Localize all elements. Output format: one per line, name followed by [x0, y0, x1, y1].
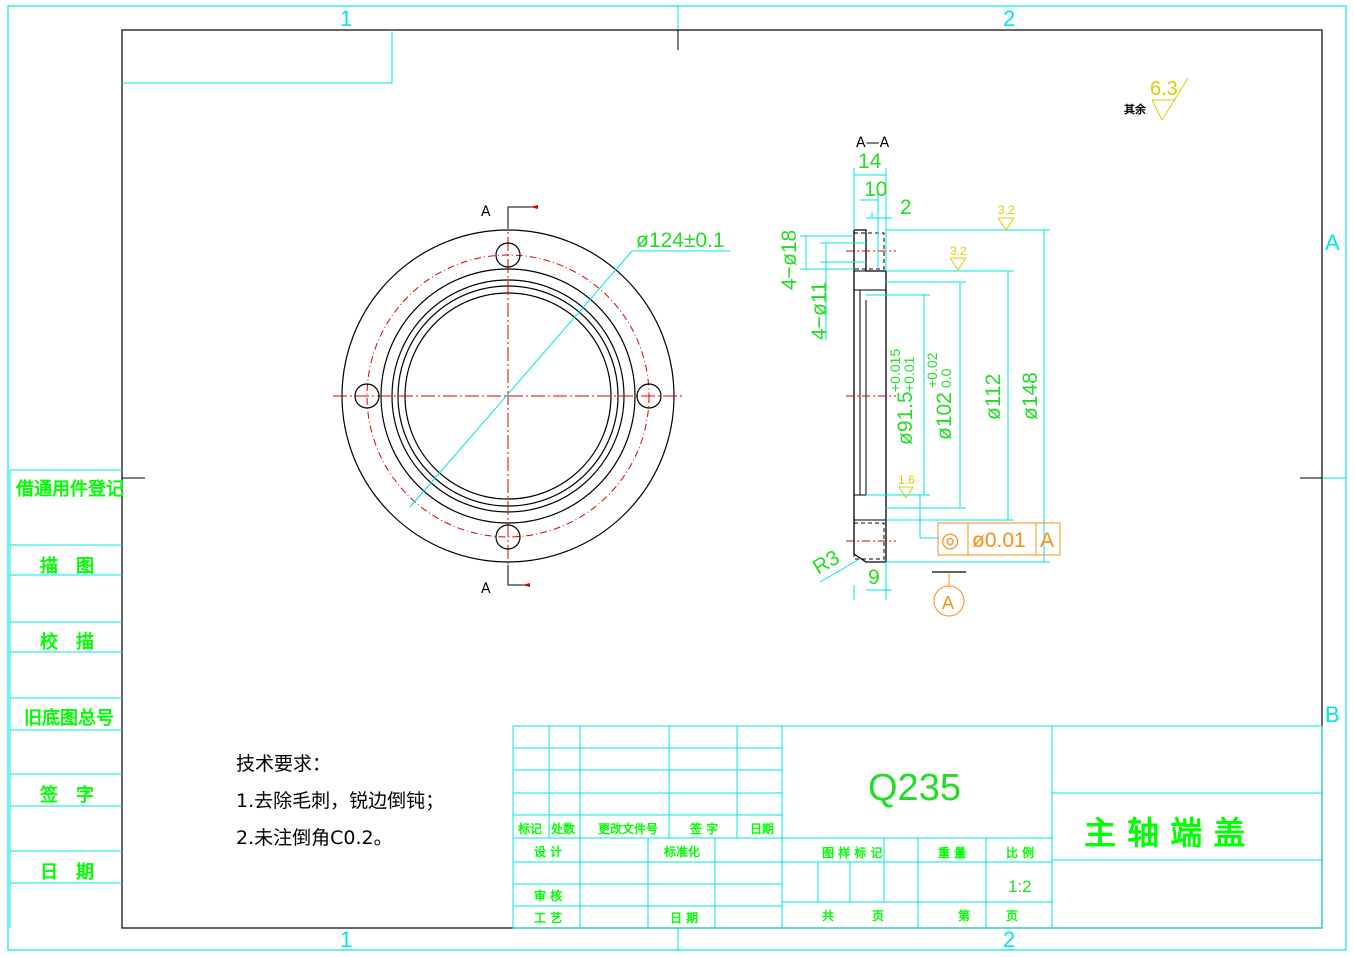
roughness-value-1: 3.2 — [998, 203, 1015, 217]
tech-requirements: 技术要求： 1.去除毛刺，锐边倒钝； 2.未注倒角C0.2。 — [236, 753, 444, 849]
rev-header-doc: 更改文件号 — [598, 821, 658, 836]
label-sheet-pages: 页 — [1006, 909, 1018, 923]
rev-header-count: 处数 — [550, 821, 576, 836]
concentricity-symbol: ◎ — [941, 529, 959, 552]
bolt-hole-top — [495, 242, 521, 268]
part-name: 主 轴 端 盖 — [1084, 814, 1245, 852]
bore-915: ø91.5 — [894, 391, 917, 445]
roughness-mark-2 — [949, 257, 967, 271]
roughness-value-3: 1.6 — [898, 473, 915, 487]
drawing-code-box — [122, 30, 393, 84]
diameter-leader — [409, 250, 633, 508]
roughness-rest-value: 6.3 — [1150, 78, 1178, 100]
tech-item-2: 2.未注倒角C0.2。 — [236, 827, 393, 849]
tolerance-frame: ◎ ø0.01 A — [937, 522, 1061, 556]
section-title: A—A — [856, 135, 890, 151]
section-mark-bottom-line — [507, 565, 530, 586]
holes-11-dimension: 4−ø11 — [808, 281, 831, 340]
dia-112: ø112 — [982, 374, 1005, 420]
label-design: 设 计 — [534, 844, 562, 859]
zone-label-bottom-2: 2 — [1003, 927, 1015, 952]
side-label-date: 日 期 — [40, 862, 94, 883]
roughness-rest: 其余 6.3 — [1124, 77, 1189, 122]
dim-14: 14 — [858, 150, 882, 173]
material: Q235 — [868, 767, 961, 809]
side-label-check-trace: 校 描 — [40, 631, 94, 653]
bore-102: ø102 — [933, 392, 956, 440]
label-date: 日 期 — [670, 910, 698, 925]
label-standardize: 标准化 — [663, 844, 700, 859]
bolt-hole-left — [354, 383, 380, 409]
roughness-rest-symbol — [1151, 77, 1189, 122]
roughness-mark-3 — [898, 486, 914, 499]
side-label-signature: 签 字 — [39, 784, 94, 806]
label-process: 工 艺 — [534, 910, 562, 925]
label-review: 审 核 — [534, 888, 562, 903]
section-mark-bottom: A — [481, 581, 491, 597]
bore-102-tol-lower: 0.0 — [938, 368, 954, 388]
rev-header-mark: 标记 — [517, 821, 542, 836]
datum-circle — [933, 585, 965, 617]
side-table: 借通用件登记 描 图 校 描 旧底图总号 签 字 日 期 — [9, 469, 124, 928]
label-drawing-mark: 图 样 标 记 — [822, 845, 883, 860]
tolerance-datum: A — [1040, 529, 1054, 552]
zone-label-top-1: 1 — [340, 6, 352, 31]
zone-label-top-2: 2 — [1003, 6, 1015, 31]
zone-label-right-b: B — [1325, 702, 1340, 727]
label-sheet: 第 — [958, 908, 970, 923]
side-label-borrow: 借通用件登记 — [15, 478, 124, 500]
dim-10: 10 — [864, 178, 887, 201]
tolerance-value: ø0.01 — [972, 529, 1026, 552]
bore-102-tol-upper: +0.02 — [924, 352, 940, 388]
section-view: A—A 14 10 2 9 — [778, 135, 1061, 617]
zone-label-right-a: A — [1325, 230, 1340, 255]
section-mark-top-line — [507, 206, 538, 228]
dim-2: 2 — [900, 196, 912, 219]
bolt-circle-dimension: ø124±0.1 — [636, 229, 725, 252]
side-label-old-number: 旧底图总号 — [24, 707, 114, 729]
dia-148: ø148 — [1019, 372, 1042, 420]
label-pages: 页 — [872, 909, 884, 923]
label-weight: 重 量 — [938, 845, 966, 860]
front-view: A A ø124±0.1 — [333, 204, 730, 597]
tech-title: 技术要求： — [236, 753, 331, 775]
rev-header-date: 日期 — [750, 821, 774, 836]
title-block: 标记 处数 更改文件号 签 字 日期 设 计 标准化 审 核 工 艺 日 期 Q… — [512, 725, 1323, 929]
side-label-trace: 描 图 — [40, 555, 94, 577]
bore-915-tol-lower: +0.01 — [901, 356, 917, 392]
scale-value: 1:2 — [1008, 877, 1032, 896]
outer-frame — [7, 5, 1347, 951]
radius-r3: R3 — [809, 546, 844, 579]
section-mark-top: A — [481, 204, 491, 220]
zone-label-bottom-1: 1 — [340, 927, 352, 952]
datum-label: A — [942, 593, 954, 613]
holes-18-dimension: 4−ø18 — [778, 230, 801, 290]
roughness-rest-prefix: 其余 — [1124, 102, 1147, 116]
flange-profile — [853, 229, 887, 563]
label-scale: 比 例 — [1006, 845, 1034, 860]
roughness-value-2: 3.2 — [950, 244, 967, 258]
tech-item-1: 1.去除毛刺，锐边倒钝； — [236, 790, 444, 812]
bolt-hole-right — [636, 383, 662, 409]
rev-header-sign: 签 字 — [689, 821, 718, 836]
dim-9: 9 — [868, 566, 880, 589]
roughness-mark-1 — [997, 217, 1015, 231]
label-total: 共 — [822, 908, 834, 923]
bolt-hole-bottom — [495, 524, 521, 550]
bore-915-tol-upper: +0.015 — [887, 349, 903, 392]
